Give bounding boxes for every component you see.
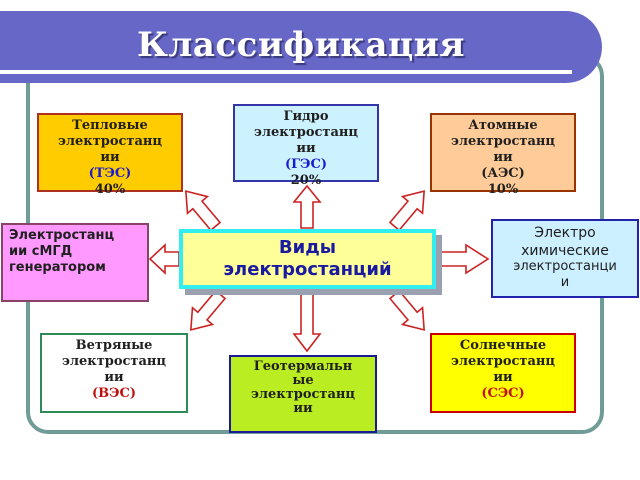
box-thermal-plants: Тепловые электростанц ии (ТЭС) 40%: [37, 113, 183, 197]
arrow-down: [292, 289, 322, 353]
box-line: Геотермальн: [253, 359, 353, 374]
arrow-up-left: [184, 190, 222, 232]
box-line: ии: [100, 150, 120, 165]
box-line: Электростанц: [9, 228, 115, 243]
arrow-right: [435, 243, 490, 275]
box-line: электростанц: [57, 134, 163, 149]
box-mhd-plants: Электростанц ии сМГД генератором: [1, 223, 149, 302]
box-electrochemical-plants: Электро химические электростанци и: [491, 219, 639, 298]
box-percent: 20%: [290, 173, 322, 188]
box-abbr: (АЭС): [481, 166, 525, 181]
box-line: ые: [292, 373, 314, 388]
box-line: ии: [296, 141, 316, 156]
box-line: ии сМГД: [9, 244, 73, 259]
arrow-down-left: [189, 289, 227, 331]
box-solar-plants: Солнечные электростанц ии (СЭС): [430, 333, 576, 413]
arrow-down-right: [388, 289, 426, 331]
box-line: Ветряные: [75, 338, 153, 353]
box-line: ии: [493, 150, 513, 165]
title-underline: [0, 70, 572, 74]
box-percent: 10%: [487, 182, 519, 197]
title-bar: Классификация: [0, 11, 602, 83]
box-line: Электро: [534, 225, 596, 241]
box-line: электростанци: [513, 259, 617, 274]
arrow-left: [148, 243, 180, 275]
box-line: генератором: [9, 260, 106, 275]
box-line: электростанц: [450, 134, 556, 149]
box-line: Солнечные: [459, 338, 547, 353]
box-abbr: (ГЭС): [285, 157, 327, 172]
box-line: и: [560, 275, 570, 290]
box-hydro-plants: Гидро электростанц ии (ГЭС) 20%: [233, 104, 379, 188]
center-title-box: Виды электростанций: [179, 229, 436, 289]
box-line: электростанц: [61, 354, 167, 369]
box-line: ии: [493, 370, 513, 385]
box-nuclear-plants: Атомные электростанц ии (АЭС) 10%: [430, 113, 576, 197]
box-line: химические: [521, 243, 609, 259]
box-line: Тепловые: [72, 118, 148, 133]
arrow-up: [292, 184, 322, 229]
box-line: ии: [104, 370, 124, 385]
page-title: Классификация: [137, 25, 465, 65]
box-line: электростанц: [253, 125, 359, 140]
box-geothermal-plants: Геотермальн ые электростанц ии: [229, 355, 377, 433]
box-line: ии: [293, 401, 313, 416]
box-abbr: (ТЭС): [88, 166, 132, 181]
box-percent: 40%: [94, 182, 126, 197]
box-abbr: (ВЭС): [92, 386, 136, 401]
box-line: Атомные: [468, 118, 538, 133]
box-line: электростанц: [250, 387, 356, 402]
center-line: электростанций: [223, 259, 392, 280]
box-line: Гидро: [283, 109, 329, 124]
arrow-up-right: [388, 190, 426, 232]
box-abbr: (СЭС): [481, 386, 525, 401]
center-line: Виды: [278, 237, 337, 258]
box-line: электростанц: [450, 354, 556, 369]
box-wind-plants: Ветряные электростанц ии (ВЭС): [40, 333, 188, 413]
